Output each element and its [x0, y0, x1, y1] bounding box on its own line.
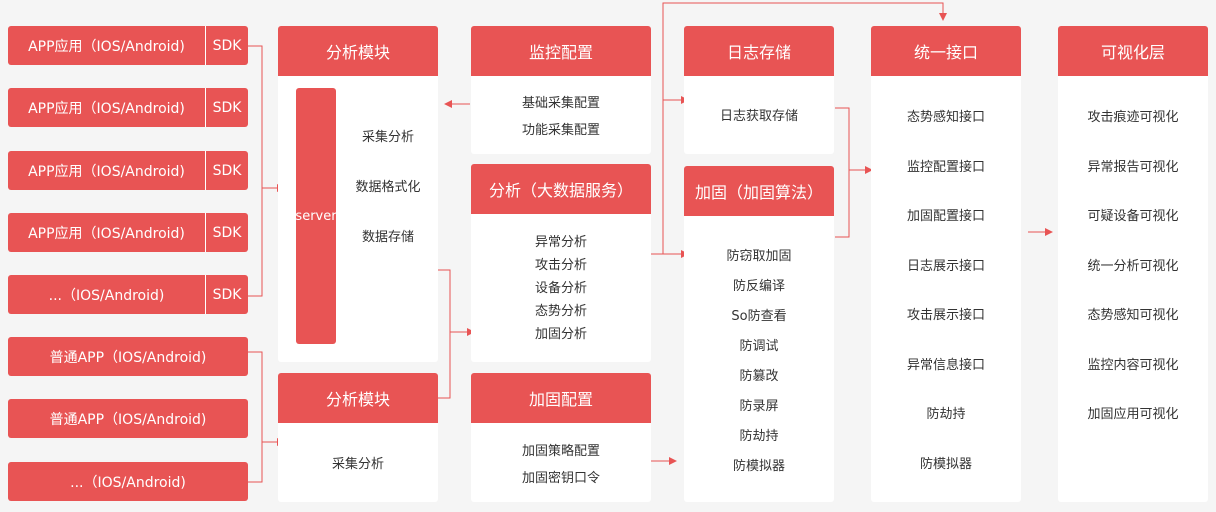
list-item: 态势感知接口	[906, 110, 985, 125]
list-item: 防劫持	[739, 429, 779, 444]
harden-algorithm-card: 加固（加固算法） 防窃取加固 防反编译 So防查看 防调试 防篡改 防录屏 防劫…	[684, 166, 834, 502]
list-item: 态势分析	[534, 304, 587, 319]
list-item: 加固密钥口令	[521, 471, 600, 486]
list-item: 防篡改	[739, 369, 779, 384]
server-bar: server	[296, 88, 336, 344]
list-item: 攻击痕迹可视化	[1087, 110, 1179, 125]
app-label: APP应用（IOS/Android)	[28, 225, 185, 242]
list-item: 可疑设备可视化	[1087, 209, 1179, 224]
list-item: 日志获取存储	[719, 109, 798, 124]
list-item: 监控配置接口	[906, 160, 985, 175]
harden-config-card: 加固配置 加固策略配置 加固密钥口令	[471, 373, 651, 502]
list-item: 异常信息接口	[906, 358, 985, 373]
list-item: 态势感知可视化	[1087, 308, 1179, 323]
sdk-app-box[interactable]: ...（IOS/Android) SDK	[8, 275, 248, 314]
normal-app-bracket	[248, 351, 263, 483]
list-item: 加固应用可视化	[1087, 407, 1179, 422]
list-item: 功能采集配置	[521, 123, 600, 138]
app-label: ...（IOS/Android)	[48, 287, 165, 304]
app-label: APP应用（IOS/Android)	[28, 38, 185, 55]
list-item: 基础采集配置	[521, 96, 600, 111]
card-title: 分析（大数据服务）	[471, 164, 651, 214]
list-item: 加固配置接口	[906, 209, 985, 224]
list-item: 防劫持	[926, 407, 966, 422]
normal-app-box[interactable]: ...（IOS/Android)	[8, 462, 248, 501]
sdk-app-box[interactable]: APP应用（IOS/Android) SDK	[8, 151, 248, 190]
monitor-config-card: 监控配置 基础采集配置 功能采集配置	[471, 26, 651, 154]
list-item: 加固分析	[534, 327, 587, 342]
sdk-app-box[interactable]: APP应用（IOS/Android) SDK	[8, 213, 248, 252]
card-title: 监控配置	[471, 26, 651, 76]
sdk-bracket	[248, 45, 263, 297]
sdk-label: SDK	[205, 213, 248, 252]
app-label: ...（IOS/Android)	[70, 474, 186, 491]
list-item: 攻击展示接口	[906, 308, 985, 323]
sdk-label: SDK	[205, 275, 248, 314]
list-item: 监控内容可视化	[1087, 358, 1179, 373]
bigdata-analysis-card: 分析（大数据服务） 异常分析 攻击分析 设备分析 态势分析 加固分析	[471, 164, 651, 362]
list-item: 统一分析可视化	[1087, 259, 1179, 274]
app-label: APP应用（IOS/Android)	[28, 163, 185, 180]
sdk-label: SDK	[205, 26, 248, 65]
card-title: 可视化层	[1058, 26, 1208, 76]
app-label: 普通APP（IOS/Android)	[49, 411, 207, 428]
list-item: 异常分析	[534, 235, 587, 250]
list-item: 防反编译	[732, 279, 785, 294]
card-title: 统一接口	[871, 26, 1021, 76]
normal-app-box[interactable]: 普通APP（IOS/Android)	[8, 399, 248, 438]
list-item: 防调试	[739, 339, 779, 354]
list-item: 防模拟器	[919, 457, 972, 472]
item-list: 异常分析 攻击分析 设备分析 态势分析 加固分析	[471, 231, 651, 346]
app-label: 普通APP（IOS/Android)	[49, 349, 207, 366]
list-item: So防查看	[731, 309, 787, 324]
list-item: 加固策略配置	[521, 444, 600, 459]
card-title: 分析模块	[278, 26, 438, 76]
list-item: 日志展示接口	[906, 259, 985, 274]
list-item: 防窃取加固	[726, 249, 792, 264]
visualization-card: 可视化层 攻击痕迹可视化 异常报告可视化 可疑设备可视化 统一分析可视化 态势感…	[1058, 26, 1208, 502]
app-label: APP应用（IOS/Android)	[28, 100, 185, 117]
list-item: 数据存储	[361, 230, 414, 245]
sdk-label: SDK	[205, 88, 248, 127]
sdk-app-box[interactable]: APP应用（IOS/Android) SDK	[8, 26, 248, 65]
list-item: 防模拟器	[732, 459, 785, 474]
analysis-module-card: 分析模块 采集分析	[278, 373, 438, 502]
unified-api-card: 统一接口 态势感知接口 监控配置接口 加固配置接口 日志展示接口 攻击展示接口 …	[871, 26, 1021, 502]
list-item: 采集分析	[331, 457, 384, 472]
card-title: 加固（加固算法）	[684, 166, 834, 216]
list-item: 攻击分析	[534, 258, 587, 273]
card-title: 加固配置	[471, 373, 651, 423]
sdk-app-box[interactable]: APP应用（IOS/Android) SDK	[8, 88, 248, 127]
list-item: 防录屏	[739, 399, 779, 414]
loop-arrow	[662, 2, 947, 100]
list-item: 采集分析	[361, 130, 414, 145]
list-item: 异常报告可视化	[1087, 160, 1179, 175]
sdk-label: SDK	[205, 151, 248, 190]
list-item: 数据格式化	[355, 180, 421, 195]
log-storage-card: 日志存储 日志获取存储	[684, 26, 834, 154]
card-title: 分析模块	[278, 373, 438, 423]
list-item: 设备分析	[534, 281, 587, 296]
card-title: 日志存储	[684, 26, 834, 76]
analysis-module-card: 分析模块 server 采集分析 数据格式化 数据存储	[278, 26, 438, 362]
normal-app-box[interactable]: 普通APP（IOS/Android)	[8, 337, 248, 376]
